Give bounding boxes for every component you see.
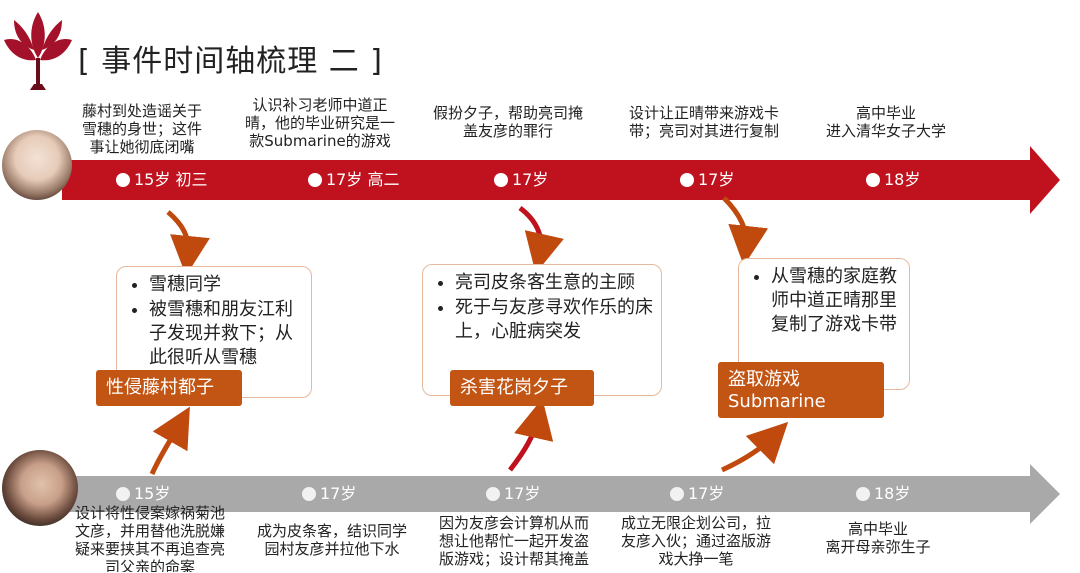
dot-icon [856,487,870,501]
dot-icon [680,173,694,187]
top-event-5: 高中毕业 进入清华女子大学 [825,104,946,140]
event-tag-1: 性侵藤村都子 [96,370,242,406]
bottom-event-1: 设计将性侵案嫁祸菊池 文彦，并用替他洗脱嫌 疑来要挟其不再追查亮 司父亲的命案 [74,504,225,572]
dot-icon [308,173,322,187]
info-list-2: 亮司皮条客生意的主顾 死于与友彦寻欢作乐的床上，心脏病突发 [435,271,653,344]
page-title: [ 事件时间轴梳理 二 ] [78,44,384,79]
bottom-tick-5: 18岁 [856,484,910,504]
man-portrait [2,450,78,526]
connector-arrow-6 [720,421,789,473]
dot-icon [670,487,684,501]
bottom-event-5: 高中毕业 离开母亲弥生子 [825,520,931,556]
list-item: 雪穗同学 [149,273,303,297]
event-tag-3: 盗取游戏 Submarine [718,362,884,418]
bottom-tick-1: 15岁 [116,484,170,504]
dot-icon [486,487,500,501]
connector-arrow-3 [722,196,769,266]
dot-icon [116,487,130,501]
top-tick-1: 15岁 初三 [116,170,207,190]
top-event-4: 设计让正晴带来游戏卡 带；亮司对其进行复制 [628,104,779,140]
list-item: 死于与友彦寻欢作乐的床上，心脏病突发 [455,296,653,344]
dot-icon [116,173,130,187]
bottom-tick-3: 17岁 [486,484,540,504]
dot-icon [866,173,880,187]
girl-portrait [2,130,72,200]
connector-arrow-2 [518,206,564,274]
bottom-tick-2: 17岁 [302,484,356,504]
red-leaf-tree-logo [4,12,72,90]
top-timeline-arrow [62,146,1060,214]
top-tick-4: 17岁 [680,170,734,190]
top-event-1: 藤村到处造谣关于 雪穗的身世；这件 事让她彻底闭嘴 [81,102,202,156]
connector-arrow-5 [508,398,554,472]
bottom-timeline-arrow [62,464,1060,524]
bottom-event-4: 成立无限企划公司，拉 友彦入伙；通过盗版游 戏大挣一笔 [620,514,771,568]
top-event-2: 认识补习老师中道正 晴，他的毕业研究是一 款Submarine的游戏 [244,96,395,150]
list-item: 被雪穗和朋友江利子发现并救下；从此很听从雪穗 [149,298,303,370]
info-list-3: 从雪穗的家庭教师中道正晴那里复制了游戏卡带 [751,265,901,337]
connector-arrow-4 [149,406,190,476]
list-item: 从雪穗的家庭教师中道正晴那里复制了游戏卡带 [771,265,901,337]
bottom-event-3: 因为友彦会计算机从而 想让他帮忙一起开发盗 版游戏；设计帮其掩盖 [438,514,589,568]
dot-icon [302,487,316,501]
list-item: 亮司皮条客生意的主顾 [455,271,653,295]
event-tag-2: 杀害花岗夕子 [450,370,594,406]
bottom-tick-4: 17岁 [670,484,724,504]
top-tick-2: 17岁 高二 [308,170,399,190]
top-tick-3: 17岁 [494,170,548,190]
connector-arrow-1 [166,210,210,276]
top-event-3: 假扮夕子，帮助亮司掩 盖友彦的罪行 [432,104,583,140]
info-list-1: 雪穗同学 被雪穗和朋友江利子发现并救下；从此很听从雪穗 [129,273,303,370]
dot-icon [494,173,508,187]
top-tick-5: 18岁 [866,170,920,190]
bottom-event-2: 成为皮条客，结识同学 园村友彦并拉他下水 [256,522,407,558]
